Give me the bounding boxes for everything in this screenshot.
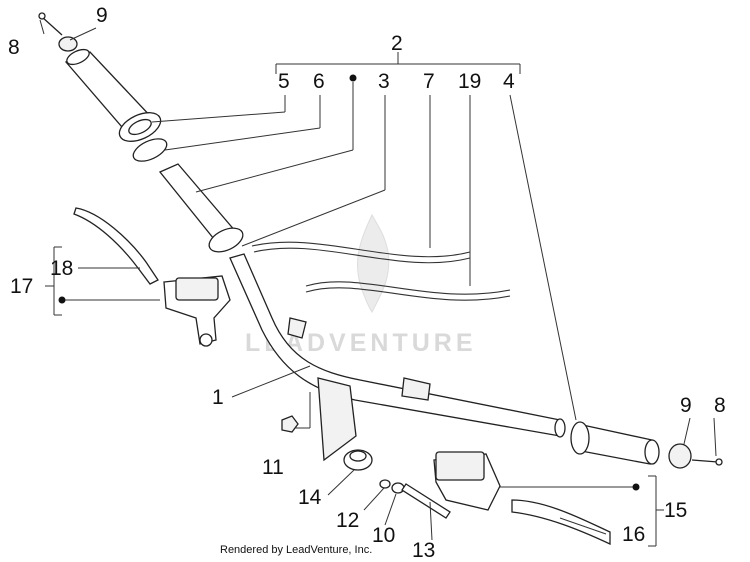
right-bar-end-screw [691,458,723,466]
callout-13: 13 [412,539,435,562]
callout-7: 7 [423,70,435,93]
bolt-13 [401,483,451,519]
watermark-flame-icon [356,213,390,313]
callout-9-left: 9 [96,4,108,27]
right-brake-lever [511,499,611,546]
nut-11 [281,415,299,433]
left-grip-ring [132,138,168,162]
callout-1: 1 [212,386,224,409]
callout-10: 10 [372,524,395,547]
callout-11: 11 [262,456,284,479]
callout-16: 16 [622,523,645,546]
callout-3: 3 [378,70,390,93]
callout-12: 12 [336,509,359,532]
callout-8-left: 8 [8,36,20,59]
left-grip [64,48,162,142]
callout-5: 5 [278,70,290,93]
callout-4: 4 [503,70,515,93]
right-grip [570,421,660,465]
callout-labels: 2 5 6 3 7 19 4 8 9 17 18 1 11 14 12 10 1… [8,4,726,562]
callout-18: 18 [50,257,73,280]
right-bar-end-weight [668,443,692,469]
washer-12 [379,479,391,489]
left-brake-lever [73,207,159,285]
throttle-cables [251,241,511,301]
right-master-cylinder [433,451,501,511]
left-bar-end-weight [58,36,78,52]
clamp-14 [343,449,373,471]
callout-19: 19 [458,70,481,93]
callout-14: 14 [298,486,322,509]
callout-15: 15 [664,499,687,522]
callout-2: 2 [391,32,403,55]
group-15-dot [632,483,640,491]
leader-lines [39,19,717,547]
washer-10 [391,482,405,494]
group-17-dot [58,296,66,304]
callout-17: 17 [10,275,33,298]
callout-6: 6 [313,70,325,93]
group-2-dot [349,74,357,82]
throttle-tube [158,163,244,253]
group-2-bracket [275,52,521,74]
credit-text: Rendered by LeadVenture, Inc. [220,544,372,556]
left-bar-end-screw [38,12,63,36]
handlebar [229,253,566,462]
left-master-cylinder [163,275,231,347]
callout-9-right: 9 [680,394,692,417]
callout-8-right: 8 [714,394,726,417]
